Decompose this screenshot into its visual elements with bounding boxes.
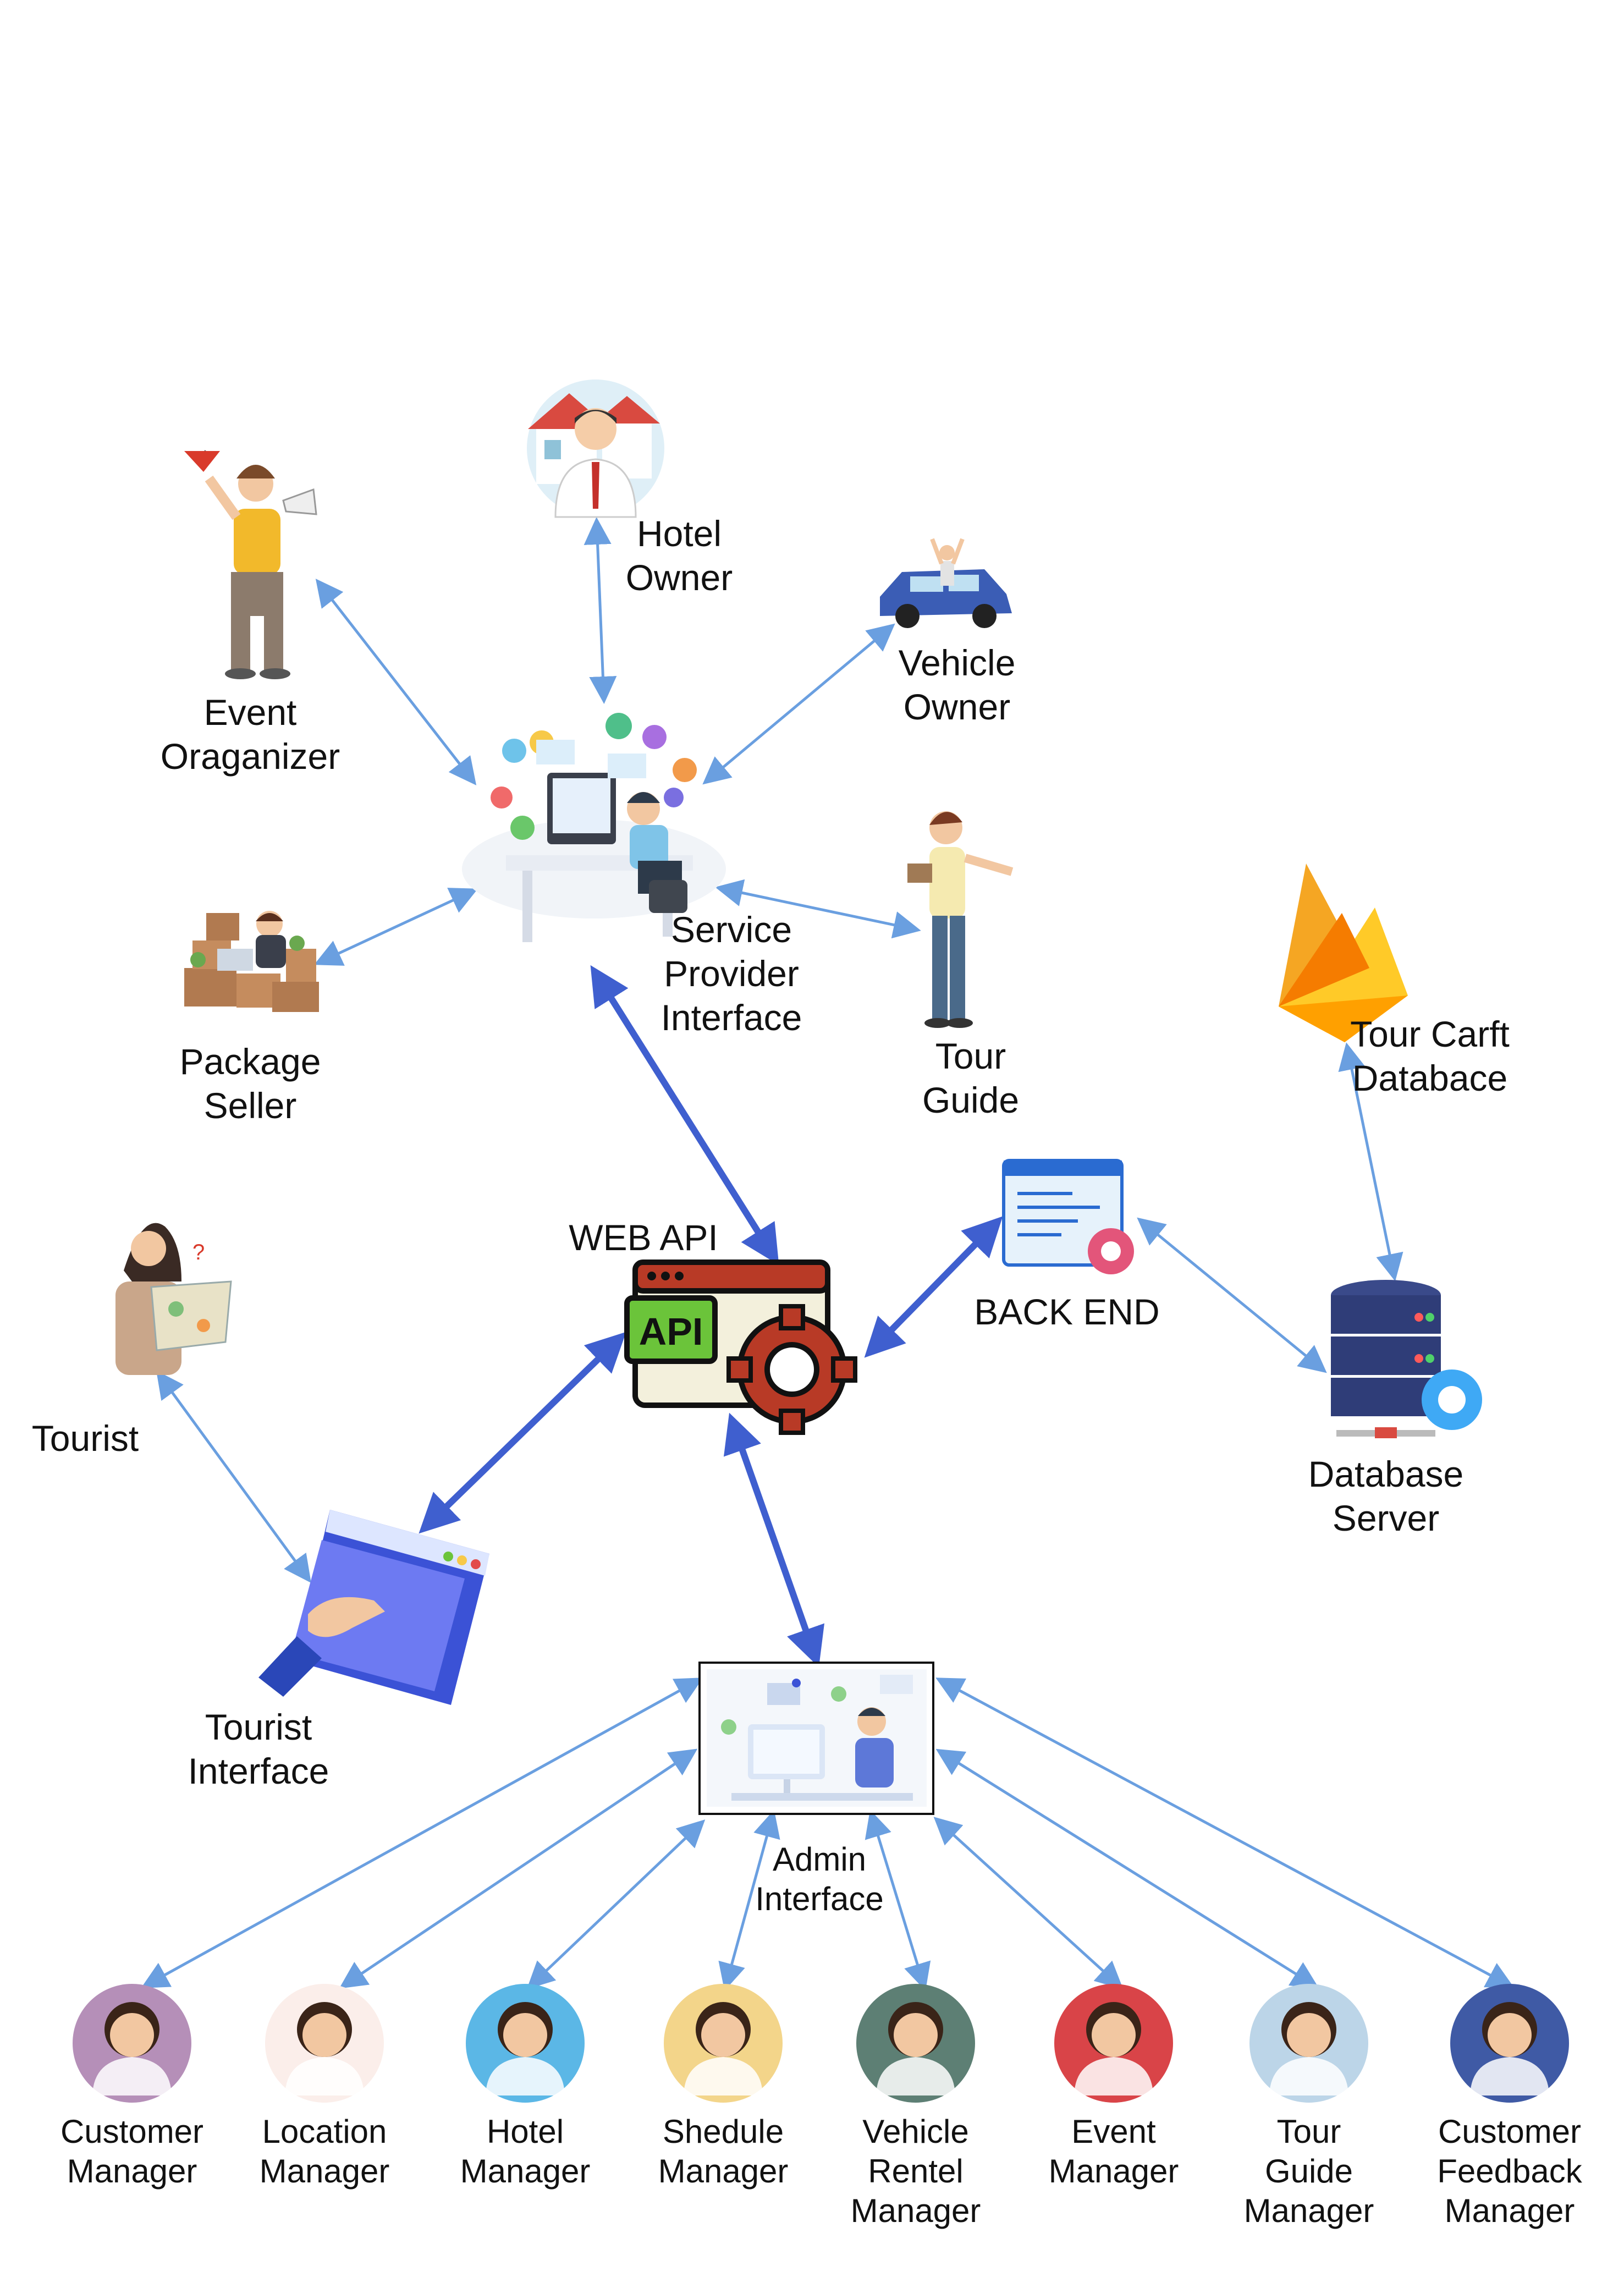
connector-admin-m5 [865, 1810, 931, 1991]
schedule-manager-avatar [664, 1984, 783, 2103]
connector-tour-guide [715, 879, 921, 939]
manager-label: Customer Feedback Manager [1437, 2113, 1582, 2229]
event-manager-avatar [1054, 1984, 1173, 2103]
connector-backend-dbserver [1137, 1217, 1327, 1373]
connector-vehicle-owner [702, 623, 895, 785]
tourist-icon: ? [115, 1223, 232, 1375]
package-seller-icon [184, 911, 319, 1012]
service-provider-label: Service Provider Interface [660, 909, 802, 1038]
connector-hotel-owner [583, 517, 617, 704]
database-server-icon [1331, 1280, 1482, 1438]
manager-label: Hotel Manager [460, 2113, 591, 2190]
hotel-owner-icon [527, 380, 664, 518]
web-api-label: WEB API [569, 1217, 718, 1258]
connector-webapi-admin [723, 1412, 825, 1668]
browser-hand-icon [258, 1510, 489, 1705]
tourist-interface-label: Tourist Interface [188, 1707, 329, 1791]
connector-admin-m2 [339, 1748, 698, 1989]
event-organizer-icon [184, 450, 317, 679]
connector-sp-webapi [590, 965, 779, 1266]
connector-admin-m8 [935, 1678, 1515, 1988]
vehicle-owner-icon [880, 538, 1012, 628]
admin-interface-label: Admin Interface [755, 1841, 884, 1917]
event-organizer-label: Event Oraganizer [160, 692, 340, 777]
connector-tourist [156, 1370, 311, 1583]
hotel-manager-avatar [466, 1984, 585, 2103]
manager-label: Shedule Manager [658, 2113, 789, 2190]
customer-manager-avatar [73, 1984, 191, 2103]
svg-text:API: API [639, 1310, 703, 1353]
backend-icon [1002, 1159, 1134, 1274]
manager-label: Event Manager [1048, 2113, 1179, 2190]
feedback-manager-avatar [1450, 1984, 1569, 2103]
connector-webapi-backend [864, 1216, 1003, 1358]
back-end-label: BACK END [974, 1291, 1160, 1332]
database-label: Tour Carft Databace [1350, 1014, 1510, 1098]
vehicle-rental-manager-avatar [856, 1984, 975, 2103]
connector-admin-m3 [526, 1819, 706, 1989]
connector-event-organizer [315, 579, 477, 785]
vehicle-owner-label: Vehicle Owner [898, 642, 1016, 727]
connector-webapi-tourist-interface [419, 1332, 626, 1534]
tour-guide-label: Tour Guide [922, 1036, 1020, 1120]
manager-label: Vehicle Rentel Manager [850, 2113, 981, 2229]
manager-label: Customer Manager [60, 2113, 204, 2190]
tourist-label: Tourist [31, 1418, 139, 1459]
connector-database [1338, 1042, 1403, 1282]
firebase-icon [1279, 864, 1408, 1042]
api-gear-icon: API [624, 1260, 857, 1435]
tour-guide-manager-avatar [1249, 1984, 1368, 2103]
database-server-label: Database Server [1308, 1454, 1464, 1538]
manager-avatars [73, 1984, 1569, 2103]
admin-workstation-icon [698, 1662, 934, 1815]
svg-text:?: ? [192, 1240, 205, 1264]
connector-package-seller [313, 888, 478, 966]
manager-label: Tour Guide Manager [1243, 2113, 1374, 2229]
location-manager-avatar [265, 1984, 384, 2103]
manager-label: Location Manager [259, 2113, 390, 2190]
package-seller-label: Package Seller [179, 1041, 321, 1126]
hotel-owner-label: Hotel Owner [625, 513, 733, 598]
service-provider-icon [462, 713, 726, 942]
connector-admin-m4 [718, 1810, 780, 1991]
tour-guide-icon [907, 811, 1014, 1028]
